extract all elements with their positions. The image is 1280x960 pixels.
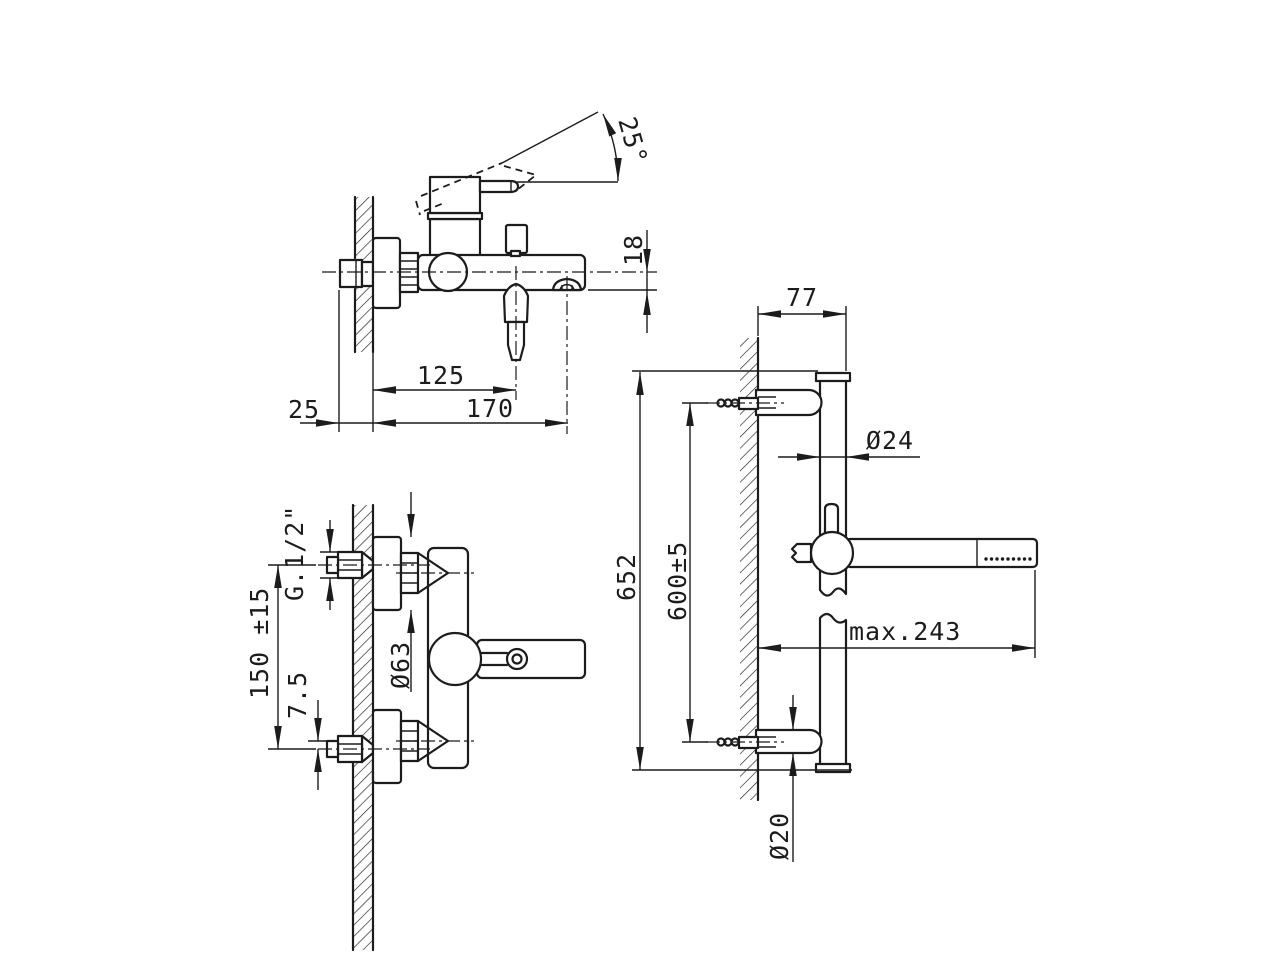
lever-base	[427, 631, 483, 687]
dim-wall-clearance-label: 25	[288, 395, 320, 424]
dim-handshower-offset-label: 125	[417, 361, 465, 390]
wall-lines	[351, 503, 375, 952]
rail-top-bracket	[754, 388, 823, 417]
rail-bottom-cap	[814, 762, 852, 774]
wall-lines	[353, 195, 375, 354]
side-view-shower-rail: 77 Ø24 652 600±5 max.243 Ø20	[612, 283, 1039, 862]
side-view-bath-mixer: 25° 18 125 170 25	[288, 111, 657, 434]
slider-pivot	[809, 530, 855, 576]
centerlines	[322, 266, 657, 434]
centerlines	[318, 564, 474, 750]
extension-lines	[338, 289, 657, 432]
rail-lower-segment	[818, 612, 848, 767]
diverter-stem	[509, 249, 522, 258]
wall-plug-screw-top	[706, 396, 784, 411]
dimension-lines	[300, 230, 648, 424]
lever-handle	[478, 179, 520, 194]
rail-bottom-bracket-screwhole	[758, 736, 776, 748]
dim-bracket-centers-label: 600±5	[663, 541, 692, 621]
handshower	[844, 537, 1039, 569]
dim-rail-diameter-label: Ø24	[866, 426, 914, 455]
handshower-spray-dots	[984, 557, 1032, 561]
dim-eccentric-offset-label: 7.5	[283, 671, 312, 719]
dim-thread-size-label: G.1/2"	[280, 505, 309, 601]
dim-bracket-tube-diameter-label: Ø20	[765, 812, 794, 860]
extension-lines	[632, 306, 1036, 771]
diverter-knob	[504, 223, 529, 255]
dim-rail-length-label: 652	[612, 553, 641, 601]
lever-pin-inner	[511, 653, 523, 665]
nipple-threads	[400, 260, 418, 286]
union-bottom-facets	[338, 743, 362, 755]
union-pipe	[360, 260, 375, 288]
escutcheon	[371, 236, 402, 310]
dim-spout-reach-label: 170	[466, 394, 514, 423]
cartridge-neck	[428, 217, 482, 259]
dim-bracket-depth-label: 77	[786, 283, 818, 312]
angle-rays	[501, 111, 618, 183]
extension-lines	[268, 551, 352, 750]
slider-clip	[790, 542, 813, 564]
union-fitting	[338, 258, 364, 289]
escutcheon-bottom	[371, 708, 403, 785]
dim-spout-height-label: 18	[619, 234, 648, 266]
front-view-bath-mixer: G.1/2" 150 ±15 7.5 Ø63	[245, 492, 587, 952]
lever-pin-outer	[505, 647, 529, 671]
lever-rod	[479, 651, 509, 667]
union-top-facets	[338, 559, 362, 571]
dim-escutcheon-diameter-label: Ø63	[386, 641, 415, 689]
dim-max-reach-label: max.243	[849, 617, 961, 646]
rail-top-cap	[814, 371, 852, 383]
lever-handle	[475, 638, 587, 680]
slider-lock-knob	[823, 502, 840, 535]
dim-inlet-centers-label: 150 ±15	[245, 587, 274, 699]
wall-plug-screw-bottom	[706, 735, 784, 750]
wall-hatch	[353, 505, 373, 950]
rail-top-bracket-screwhole	[758, 396, 776, 409]
wall-hatch	[740, 338, 758, 800]
